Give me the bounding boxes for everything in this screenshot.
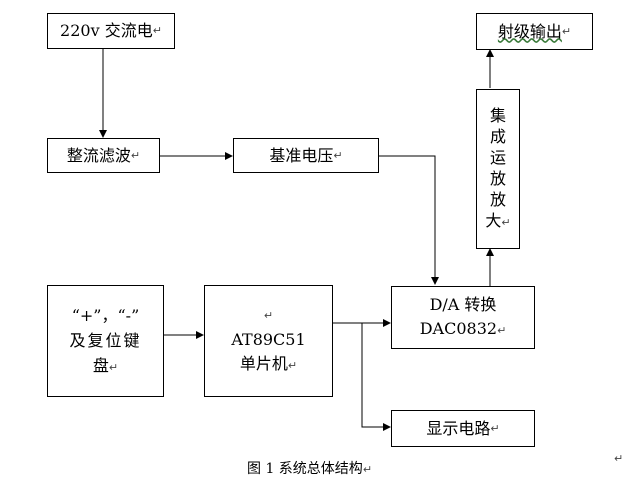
return-mark: ↵ — [287, 359, 298, 372]
return-mark: ↵ — [333, 148, 343, 162]
return-mark: ↵ — [130, 148, 141, 162]
power-supply-label: 220v 交流电 — [60, 21, 153, 40]
rectifier-filter-block: 整流滤波↵ — [47, 138, 160, 173]
opamp-char: 大↵ — [485, 211, 511, 230]
return-mark: ↵ — [152, 24, 162, 37]
opamp-amplifier-block: 集 成 运 放 放 大↵ — [476, 89, 520, 249]
paragraph-mark: ↵ — [614, 452, 624, 465]
arrow-reference-to-dac — [379, 155, 439, 285]
arrow-mcu-to-display — [361, 323, 391, 431]
return-mark: ↵ — [561, 24, 572, 38]
mcu-block: ↵ AT89C51 单片机↵ — [204, 285, 333, 397]
reference-voltage-block: 基准电压↵ — [233, 138, 379, 173]
keyboard-label-line3: 盘 — [92, 355, 109, 375]
dac-label-line1: D/A 转换 — [429, 294, 497, 314]
return-mark: ↵ — [362, 463, 373, 476]
keyboard-label-line2: 及复位键 — [69, 330, 142, 350]
figure-caption-text: 图 1 系统总体结构 — [247, 461, 363, 477]
figure-caption: 图 1 系统总体结构↵ — [247, 458, 372, 478]
display-circuit-block: 显示电路↵ — [391, 410, 535, 447]
return-mark: ↵ — [490, 421, 500, 435]
return-mark: ↵ — [497, 323, 507, 337]
display-circuit-label: 显示电路 — [426, 418, 491, 438]
emitter-output-block: 射级输出↵ — [476, 13, 593, 50]
emitter-output-label: 射级输出 — [497, 21, 562, 41]
opamp-char: 运 — [489, 148, 506, 167]
keyboard-label-line1: “+”，“-” — [71, 305, 140, 325]
opamp-char: 放 — [489, 190, 506, 209]
return-mark: ↵ — [108, 360, 119, 374]
opamp-char: 放 — [489, 169, 506, 188]
mcu-label-line1: AT89C51 — [231, 330, 306, 349]
reference-voltage-label: 基准电压 — [269, 145, 334, 165]
power-supply-block: 220v 交流电↵ — [47, 13, 175, 49]
return-mark: ↵ — [263, 309, 274, 322]
opamp-char: 成 — [489, 127, 506, 146]
opamp-char: 集 — [489, 106, 506, 125]
dac-label-line2: DAC0832 — [419, 318, 498, 338]
keyboard-block: “+”，“-” 及复位键 盘↵ — [47, 285, 164, 397]
rectifier-filter-label: 整流滤波 — [66, 145, 131, 165]
dac-block: D/A 转换 DAC0832↵ — [391, 286, 535, 349]
mcu-label-line2: 单片机 — [239, 354, 288, 373]
return-mark: ↵ — [501, 216, 511, 229]
